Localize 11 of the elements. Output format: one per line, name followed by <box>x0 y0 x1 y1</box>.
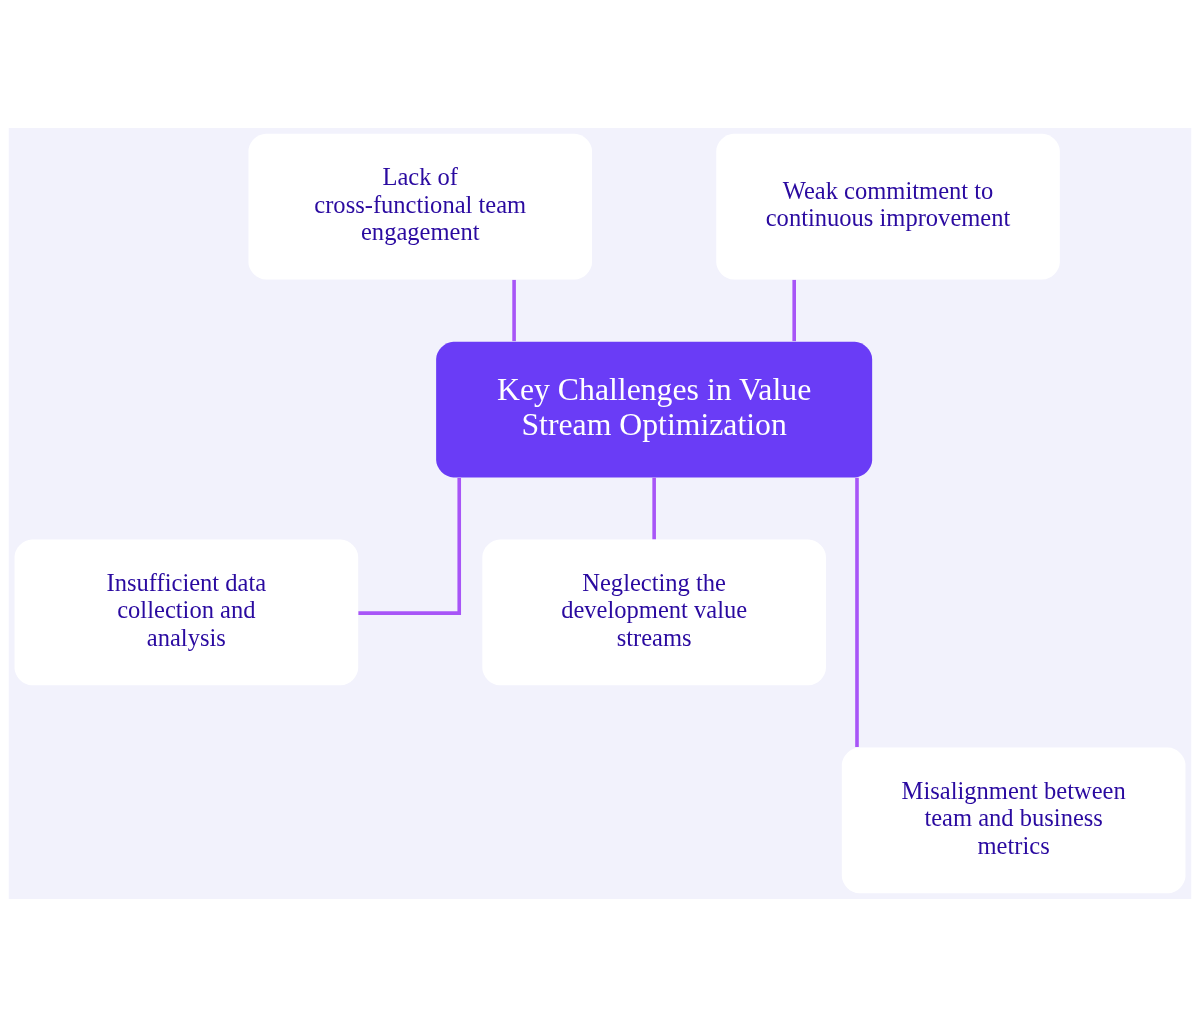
connector <box>358 477 462 615</box>
connector <box>792 279 796 341</box>
node-box: Neglecting the development value streams <box>482 539 826 685</box>
node-box: Key Challenges in Value Stream Optimization <box>436 341 873 477</box>
connector <box>512 279 516 341</box>
node-box: Weak commitment to continuous improvement <box>716 133 1060 280</box>
node-box: Misalignment between team and business metrics <box>841 746 1186 893</box>
node-box: Insufficient data collection and analysis <box>14 539 359 685</box>
connector <box>652 477 656 539</box>
node-box: Lack of cross-functional team engagement <box>248 133 593 280</box>
connector <box>855 477 859 747</box>
